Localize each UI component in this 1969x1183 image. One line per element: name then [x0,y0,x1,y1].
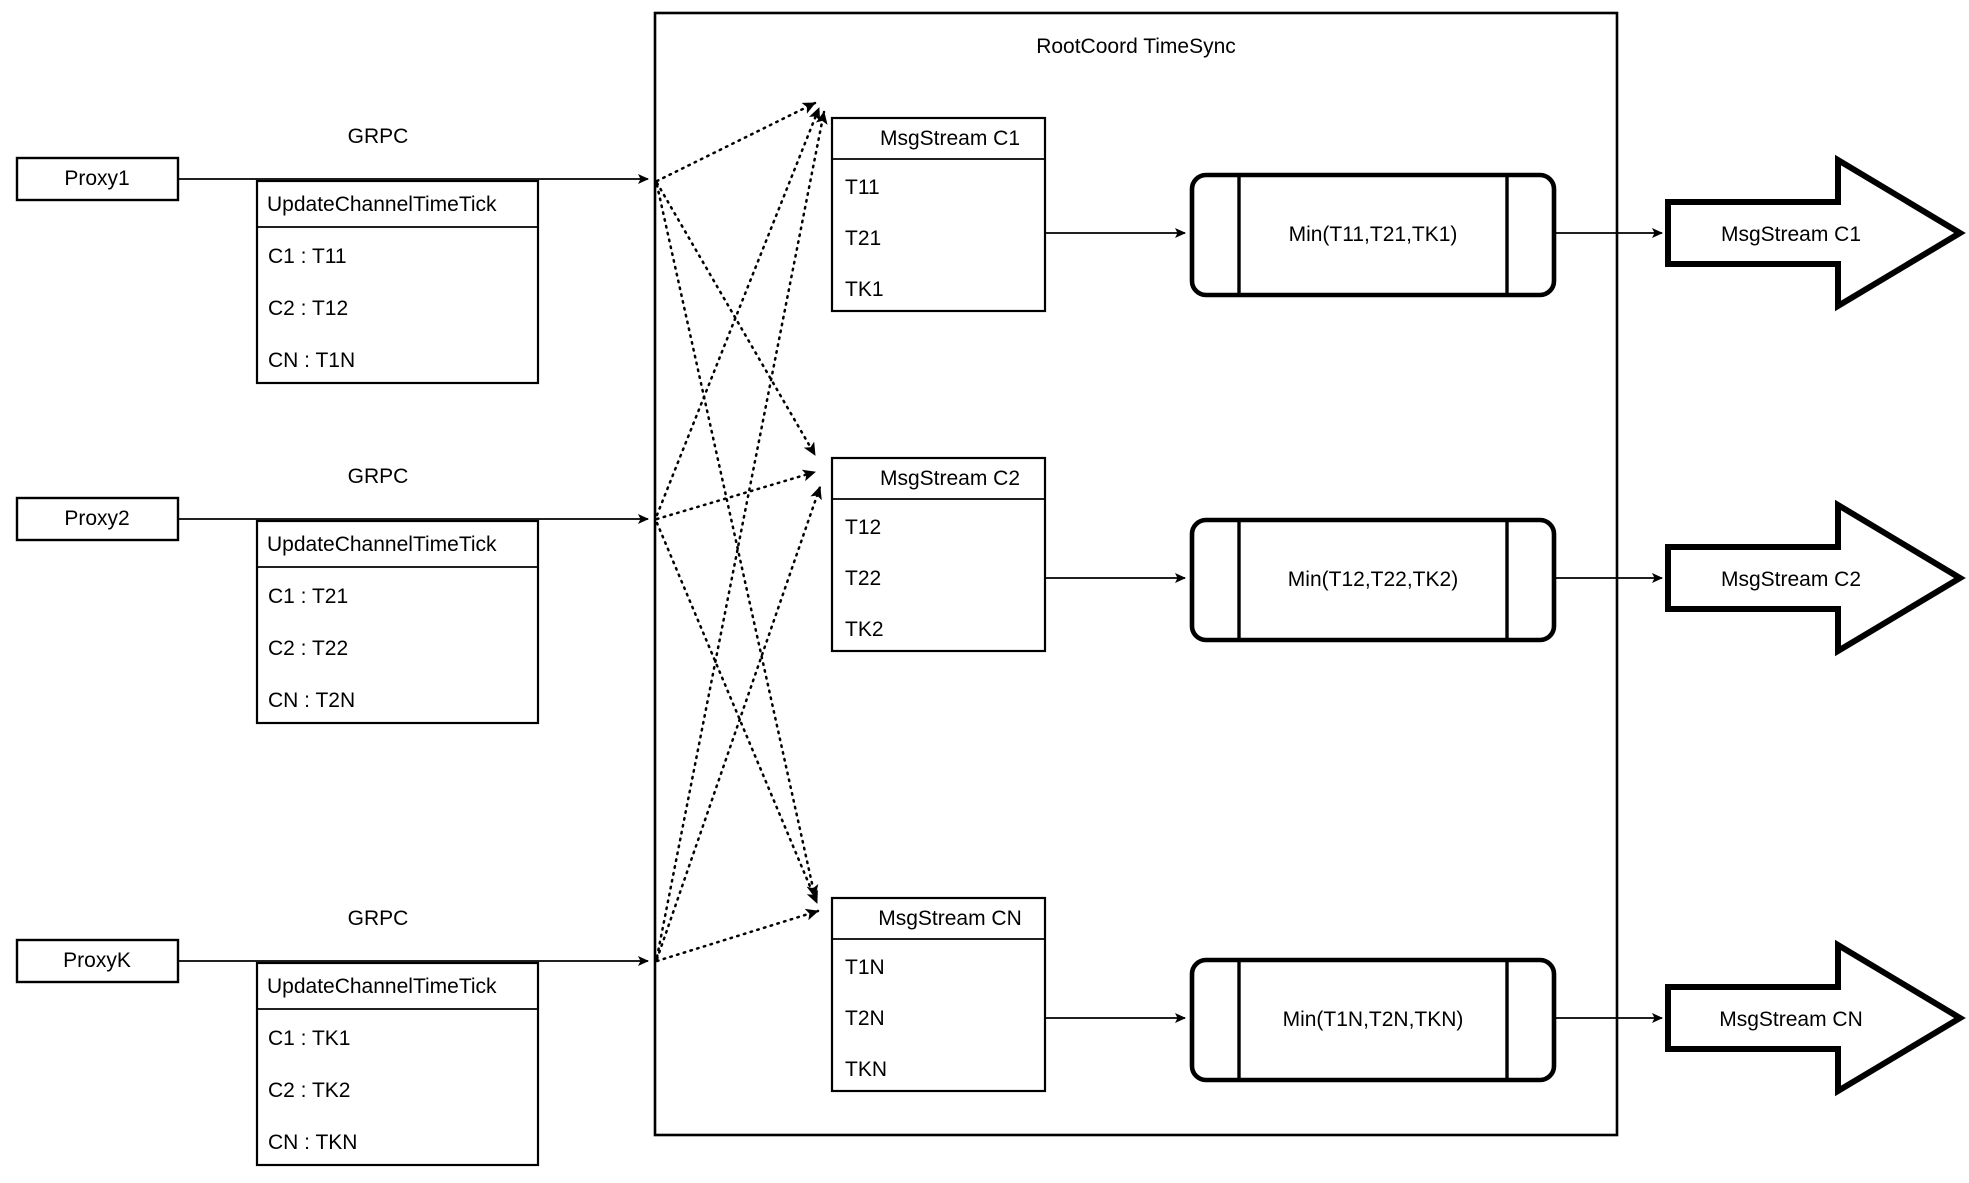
msgstream-row: TK1 [845,278,884,301]
update-tick-row: C2 : TK2 [268,1079,351,1102]
output-label-c1: MsgStream C1 [1720,223,1862,246]
update-tick-row: C2 : T22 [268,637,349,660]
grpc-label-3: GRPC [347,907,409,930]
update-tick-header-2: UpdateChannelTimeTick [267,533,497,556]
grpc-label-2: GRPC [347,465,409,488]
rootcoord-container-box [653,11,1619,1137]
dotted-3-to-c2 [655,485,822,961]
proxy-label-3: ProxyK [63,949,131,972]
diagram-title: RootCoord TimeSync [1036,35,1236,58]
msgstream-row: T2N [845,1007,885,1030]
msgstream-row: T22 [845,567,882,590]
msgstream-row: T11 [845,176,880,199]
output-label-c2: MsgStream C2 [1720,568,1862,591]
msgstream-row: TKN [845,1058,887,1081]
msgstream-row: T1N [845,956,885,979]
update-tick-row: C1 : TK1 [268,1027,351,1050]
update-tick-header-1: UpdateChannelTimeTick [267,193,497,216]
msgstream-header-c2: MsgStream C2 [879,467,1021,490]
output-label-cn: MsgStream CN [1719,1008,1863,1031]
dotted-1-to-c1 [655,101,817,183]
dotted-2-to-c2 [655,469,817,521]
min-process-label-3: Min(T1N,T2N,TKN) [1282,1008,1464,1031]
dotted-2-to-c1 [655,106,821,517]
update-tick-row: CN : TKN [268,1131,358,1154]
update-tick-row: CN : T2N [268,689,356,712]
update-tick-row: C1 : T11 [268,245,347,268]
min-process-label-2: Min(T12,T22,TK2) [1287,568,1459,591]
update-tick-header-3: UpdateChannelTimeTick [267,975,497,998]
msgstream-row: TK2 [845,618,884,641]
dotted-1-to-cn [655,183,819,899]
msgstream-header-cn: MsgStream CN [878,907,1022,930]
dotted-3-to-cn [655,908,820,963]
grpc-label-1: GRPC [347,125,409,148]
msgstream-row: T12 [845,516,882,539]
proxy-label-2: Proxy2 [64,507,130,530]
msgstream-row: T21 [845,227,882,250]
update-tick-row: C2 : T12 [268,297,349,320]
update-tick-row: C1 : T21 [268,585,349,608]
dotted-1-to-c2 [655,181,817,457]
msgstream-header-c1: MsgStream C1 [879,127,1021,150]
proxy-label-1: Proxy1 [64,167,130,190]
update-tick-row: CN : T1N [268,349,356,372]
min-process-label-1: Min(T11,T21,TK1) [1288,223,1458,246]
dotted-3-to-c1 [655,110,828,959]
dotted-2-to-cn [655,521,819,905]
